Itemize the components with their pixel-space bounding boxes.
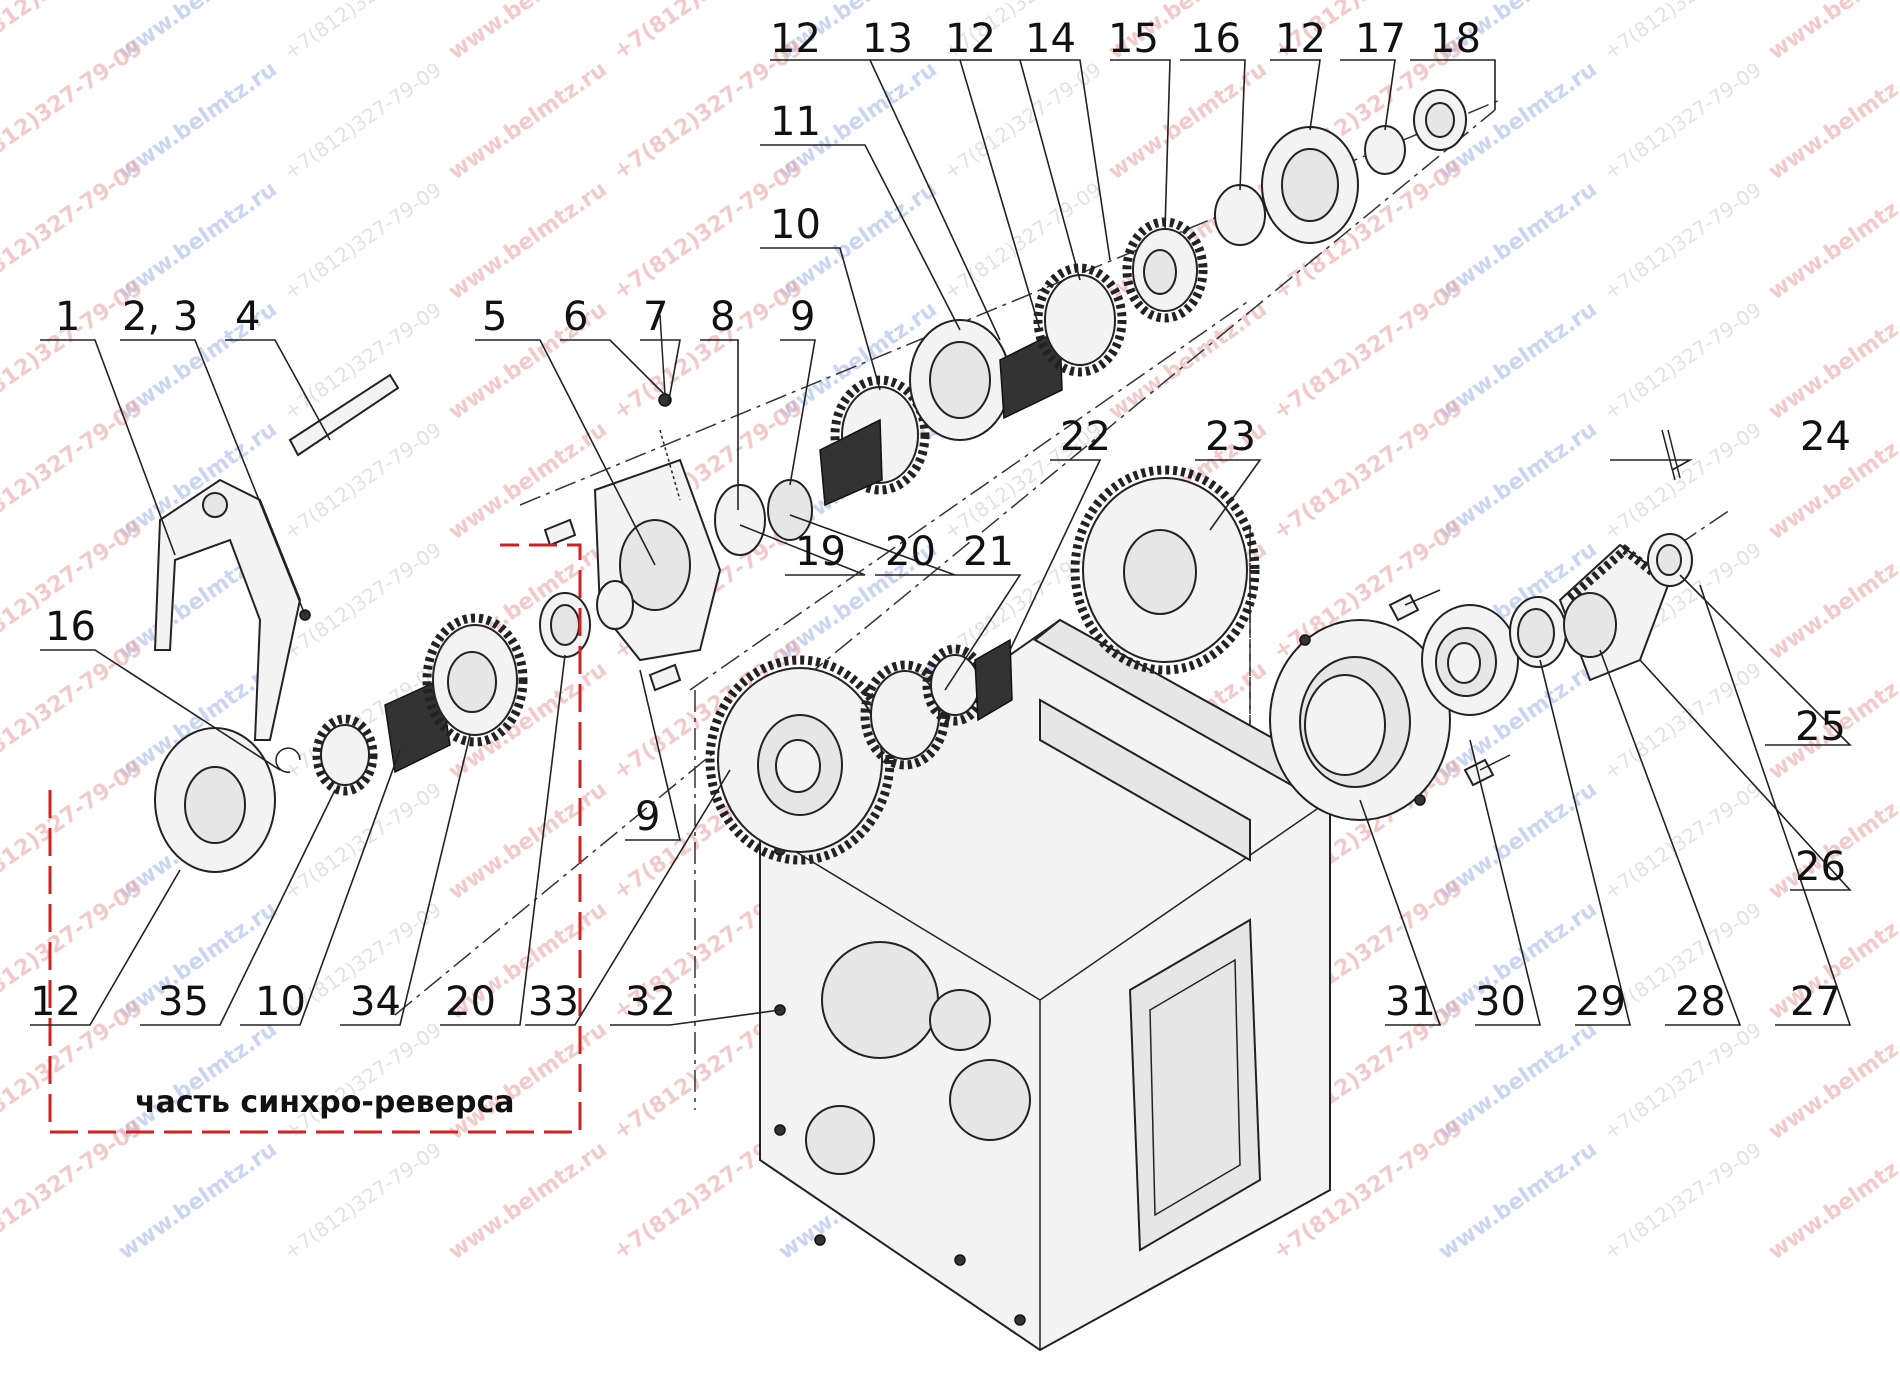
synchro-reverse-parts bbox=[154, 580, 634, 873]
watermark-text: +7(812)327-79-09 bbox=[1599, 1017, 1766, 1144]
label-33: 33 bbox=[528, 979, 579, 1025]
label-9-top: 9 bbox=[790, 294, 815, 340]
label-14: 14 bbox=[1025, 16, 1076, 62]
label-5: 5 bbox=[482, 294, 507, 340]
watermark-text: +7(812)327-79-09 bbox=[279, 0, 446, 64]
watermark-text: www.belmtz.ru bbox=[444, 0, 612, 65]
watermark-text: +7(812)327-79-09 bbox=[279, 57, 446, 184]
watermark-text: +7(812)327-79-09 bbox=[279, 1017, 446, 1144]
leader-lines bbox=[30, 59, 1852, 1026]
gear-large-33 bbox=[705, 655, 895, 865]
watermark-text: www.belmtz.ru bbox=[1764, 297, 1900, 425]
label-9-bottom: 9 bbox=[635, 794, 660, 840]
label-19: 19 bbox=[795, 529, 846, 575]
label-28: 28 bbox=[1675, 979, 1726, 1025]
watermark-text: www.belmtz.ru bbox=[1764, 1137, 1900, 1265]
watermark-text: +7(812)327-79-09 bbox=[1599, 177, 1766, 304]
label-2-3: 2, 3 bbox=[122, 294, 198, 340]
label-20-mid: 20 bbox=[885, 529, 936, 575]
watermark-text: www.belmtz.ru bbox=[444, 177, 612, 305]
watermark-text: +7(812)327-79-09 bbox=[1599, 297, 1766, 424]
label-30: 30 bbox=[1475, 979, 1526, 1025]
watermark-text: www.belmtz.ru bbox=[1434, 1137, 1602, 1265]
label-8: 8 bbox=[710, 294, 735, 340]
gear-large-23 bbox=[1070, 465, 1260, 675]
watermark-text: +7(812)327-79-09 bbox=[279, 777, 446, 904]
label-12-b: 12 bbox=[945, 16, 996, 62]
shaft-21 bbox=[860, 638, 1013, 770]
shift-fork bbox=[153, 373, 400, 741]
watermark-text: +7(812)327-79-09 bbox=[1599, 777, 1766, 904]
label-24: 24 bbox=[1800, 414, 1851, 460]
label-35: 35 bbox=[158, 979, 209, 1025]
label-16-top: 16 bbox=[1190, 16, 1241, 62]
label-22: 22 bbox=[1060, 414, 1111, 460]
label-34: 34 bbox=[350, 979, 401, 1025]
watermark-text: www.belmtz.ru bbox=[444, 1017, 612, 1145]
watermark-text: +7(812)327-79-09 bbox=[1599, 0, 1766, 64]
watermark-text: +7(812)327-79-09 bbox=[279, 1137, 446, 1264]
watermark-text: www.belmtz.ru bbox=[1764, 537, 1900, 665]
spacer-ring bbox=[1509, 596, 1567, 668]
label-4: 4 bbox=[235, 294, 260, 340]
label-10-bottom: 10 bbox=[255, 979, 306, 1025]
watermark-text: www.belmtz.ru bbox=[444, 417, 612, 545]
part-labels: 1 2, 3 4 5 6 7 8 9 10 11 12 13 12 14 15 … bbox=[30, 16, 1851, 1025]
watermark-text: www.belmtz.ru bbox=[1764, 57, 1900, 185]
label-1: 1 bbox=[55, 294, 80, 340]
watermark-text: +7(812)327-79-09 bbox=[1599, 417, 1766, 544]
watermark-text: www.belmtz.ru bbox=[1104, 57, 1272, 185]
synchro-reverse-frame bbox=[48, 543, 582, 1134]
label-26: 26 bbox=[1795, 844, 1846, 890]
watermark-text: www.belmtz.ru bbox=[1764, 1017, 1900, 1145]
bearing-cover-plate bbox=[1269, 619, 1451, 821]
label-20-bottom: 20 bbox=[445, 979, 496, 1025]
label-17: 17 bbox=[1355, 16, 1406, 62]
label-21: 21 bbox=[963, 529, 1014, 575]
label-27: 27 bbox=[1790, 979, 1841, 1025]
watermark-text: www.belmtz.ru bbox=[444, 1137, 612, 1265]
watermark-text: www.belmtz.ru bbox=[1764, 0, 1900, 65]
watermark-text: +7(812)327-79-09 bbox=[279, 177, 446, 304]
label-15: 15 bbox=[1108, 16, 1159, 62]
label-12-c: 12 bbox=[1275, 16, 1326, 62]
label-32: 32 bbox=[625, 979, 676, 1025]
ball-bearing bbox=[1421, 604, 1519, 716]
bolts-rear bbox=[1388, 589, 1511, 787]
label-12-a: 12 bbox=[770, 16, 821, 62]
label-18: 18 bbox=[1430, 16, 1481, 62]
label-29: 29 bbox=[1575, 979, 1626, 1025]
watermark-text: +7(812)327-79-09 bbox=[279, 537, 446, 664]
watermark-text: www.belmtz.ru bbox=[114, 1137, 282, 1265]
label-31: 31 bbox=[1385, 979, 1436, 1025]
watermark-text: +7(812)327-79-09 bbox=[1599, 1137, 1766, 1264]
label-16-left: 16 bbox=[45, 604, 96, 650]
frame-caption: часть синхро-реверса bbox=[135, 1085, 515, 1120]
label-25: 25 bbox=[1795, 704, 1846, 750]
watermark-text: +7(812)327-79-09 bbox=[1599, 657, 1766, 784]
upper-shaft-assembly bbox=[819, 89, 1467, 507]
label-6: 6 bbox=[563, 294, 588, 340]
label-10-top: 10 bbox=[770, 202, 821, 248]
label-7: 7 bbox=[643, 294, 668, 340]
watermark-text: www.belmtz.ru bbox=[1764, 177, 1900, 305]
watermark-text: www.belmtz.ru bbox=[444, 777, 612, 905]
label-13: 13 bbox=[862, 16, 913, 62]
label-12-d: 12 bbox=[30, 979, 81, 1025]
watermark-text: www.belmtz.ru bbox=[1104, 297, 1272, 425]
label-11: 11 bbox=[770, 99, 821, 145]
nut-and-cotter bbox=[1647, 429, 1693, 587]
watermark-text: www.belmtz.ru bbox=[444, 57, 612, 185]
gearbox-housing bbox=[759, 618, 1332, 1352]
label-23: 23 bbox=[1205, 414, 1256, 460]
watermark-text: +7(812)327-79-09 bbox=[1599, 57, 1766, 184]
